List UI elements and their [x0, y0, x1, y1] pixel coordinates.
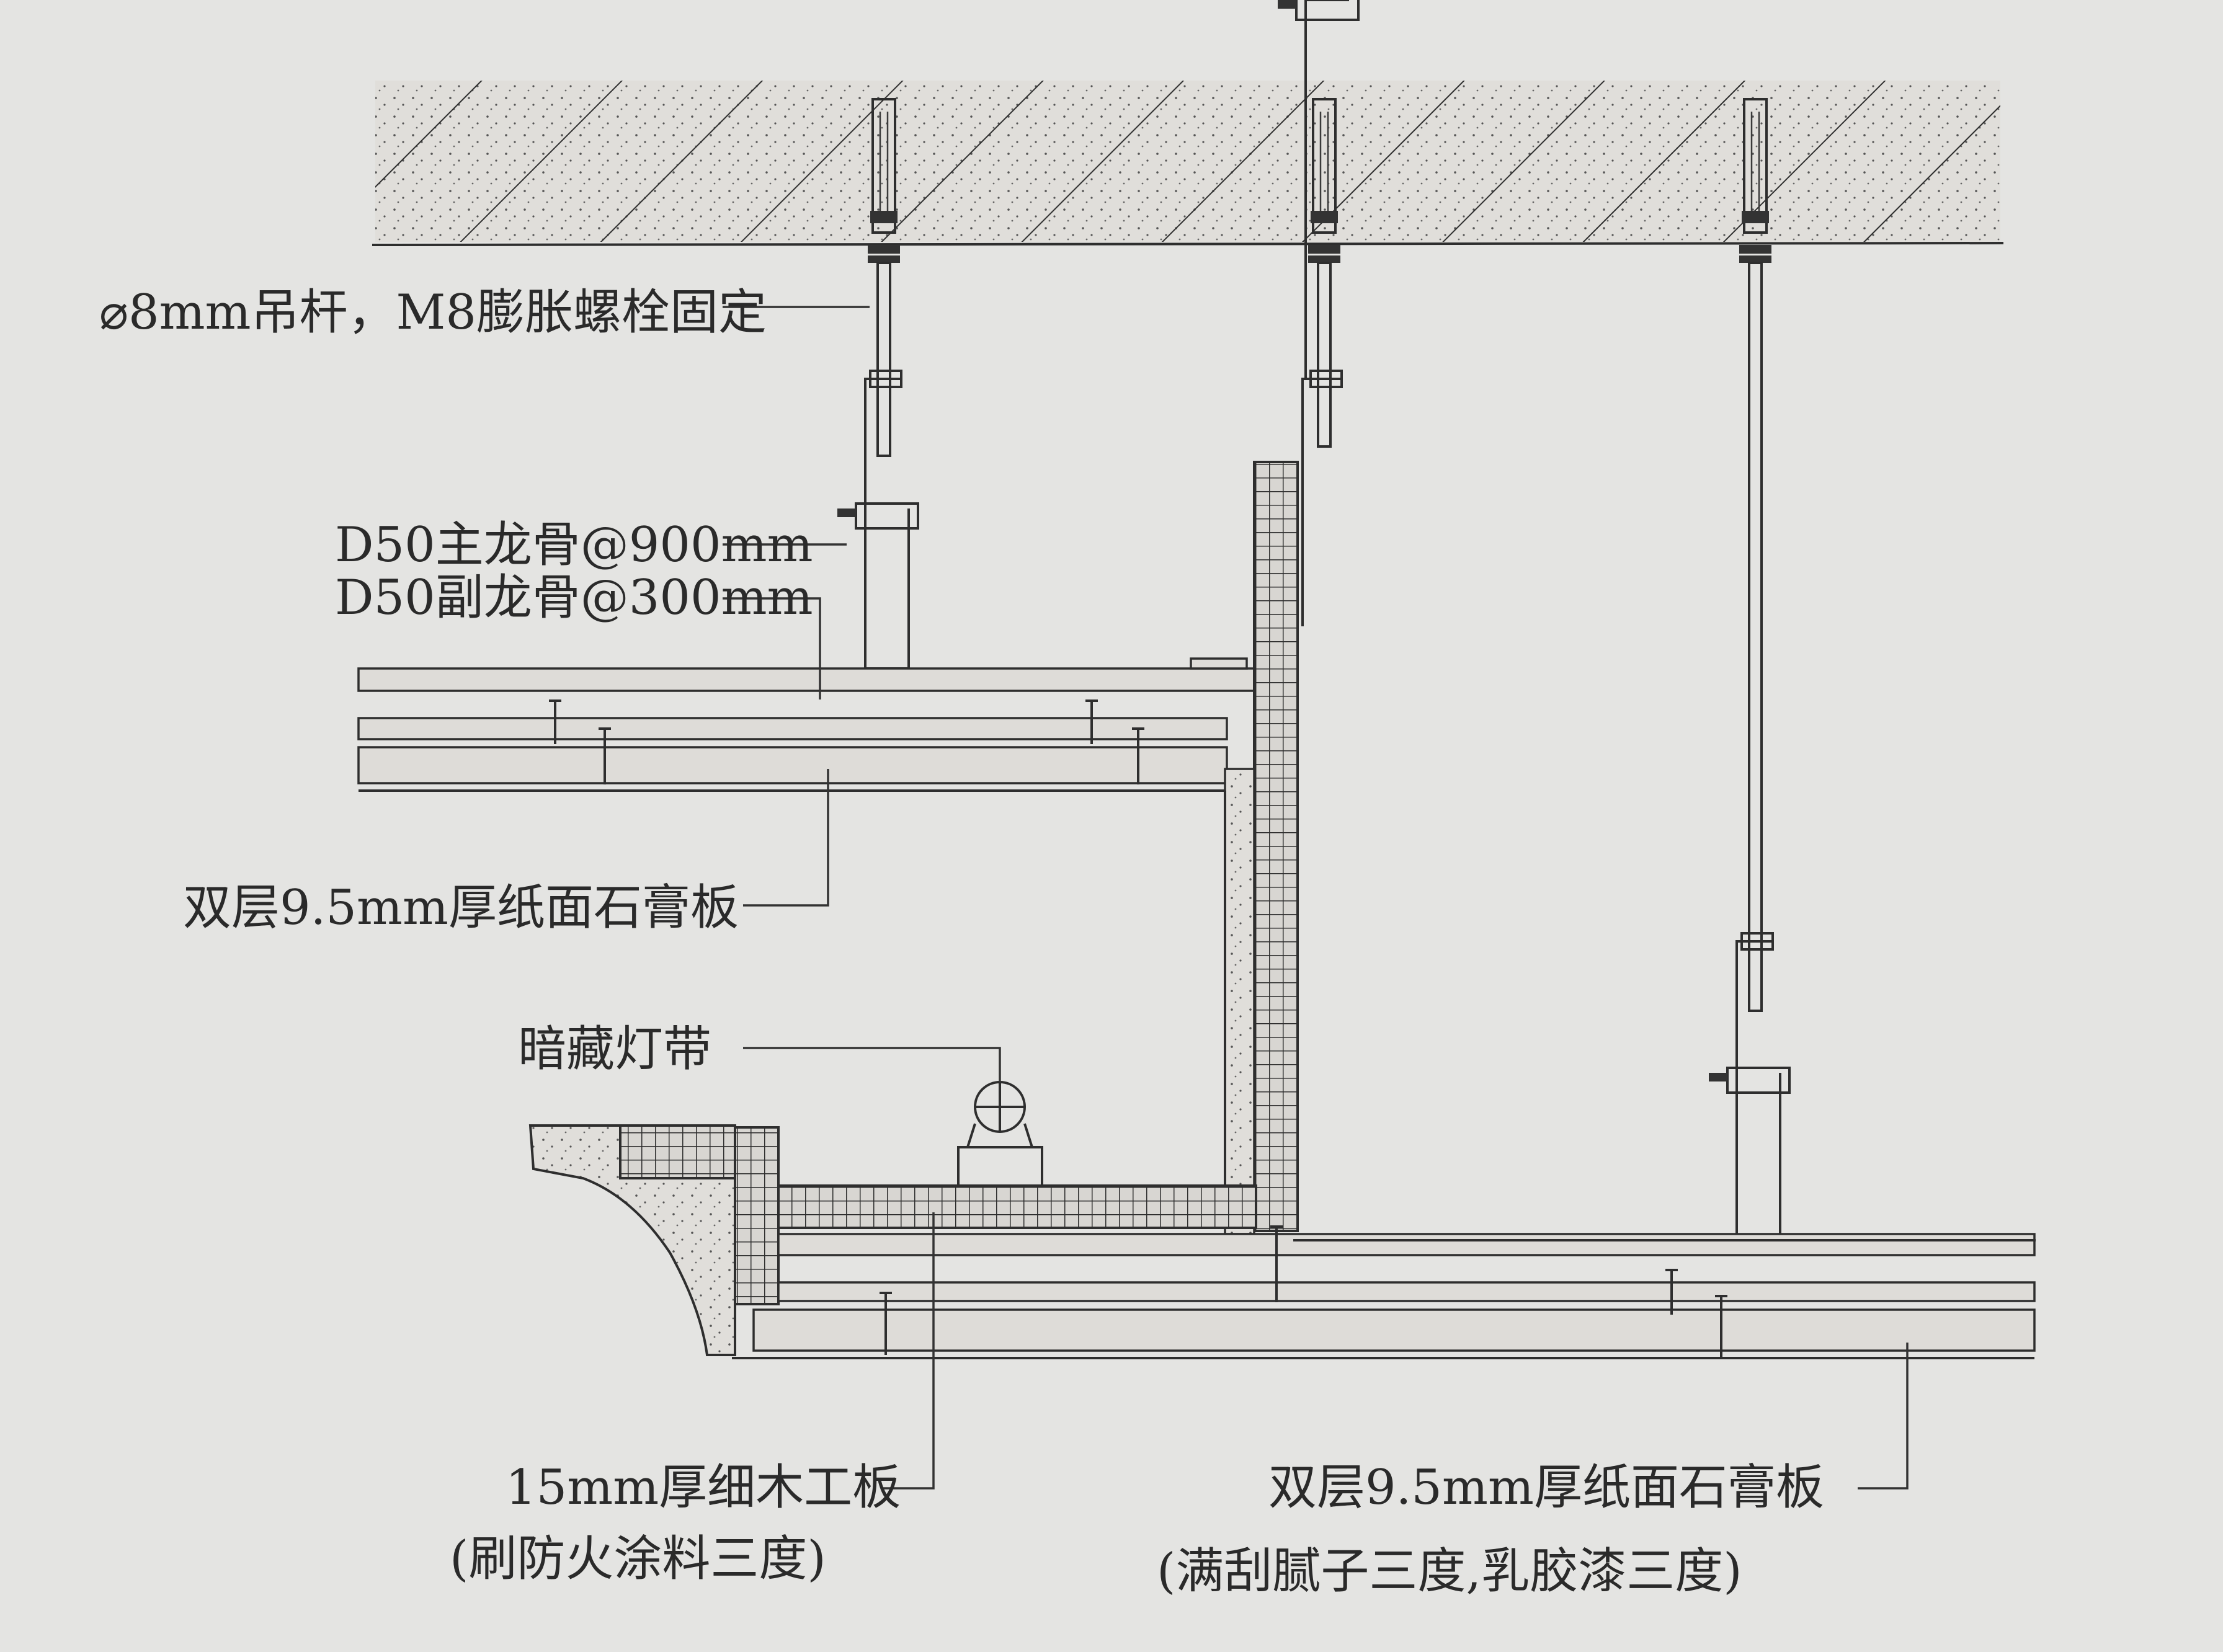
hanger-rod-right — [1709, 98, 1791, 1238]
upper-gypsum-board — [357, 657, 1259, 792]
expansion-bolt-icon — [871, 98, 896, 234]
expansion-bolt-icon — [1743, 98, 1768, 234]
vertical-plywood-panel — [1224, 461, 1299, 1235]
label-main-keel: D50主龙骨@900mm — [335, 517, 813, 573]
screws — [549, 699, 1727, 1358]
light-trough — [732, 1126, 2036, 1359]
expansion-bolt-icon — [1312, 98, 1337, 234]
self-tapping-screw-icon — [1085, 699, 1098, 744]
self-tapping-screw-icon — [880, 1292, 892, 1355]
label-plywood-note: (刷防火涂料三度) — [450, 1531, 826, 1587]
label-secondary-keel: D50副龙骨@300mm — [335, 570, 813, 626]
label-lower-board-note: (满刮腻子三度,乳胶漆三度) — [1157, 1543, 1742, 1599]
light-fixture-icon — [957, 1081, 1043, 1187]
self-tapping-screw-icon — [1270, 1225, 1283, 1302]
label-hanger: ⌀8mm吊杆，M8膨胀螺栓固定 — [99, 285, 767, 340]
hanger-strap-middle — [1301, 378, 1340, 626]
self-tapping-screw-icon — [1132, 727, 1144, 784]
cornice-molding — [528, 1124, 736, 1356]
hanger-rod-left — [837, 98, 919, 670]
self-tapping-screw-icon — [549, 699, 561, 744]
hanger-rods — [837, 0, 1791, 1238]
label-upper-board: 双层9.5mm厚纸面石膏板 — [183, 880, 739, 936]
self-tapping-screw-icon — [1665, 1269, 1678, 1315]
label-light-strip: 暗藏灯带 — [518, 1021, 711, 1077]
self-tapping-screw-icon — [1715, 1295, 1727, 1358]
label-plywood: 15mm厚细木工板 — [506, 1460, 901, 1516]
concrete-slab — [372, 81, 2004, 246]
leader-lines — [723, 306, 1909, 1490]
self-tapping-screw-icon — [599, 727, 611, 784]
label-lower-board: 双层9.5mm厚纸面石膏板 — [1268, 1460, 1824, 1516]
